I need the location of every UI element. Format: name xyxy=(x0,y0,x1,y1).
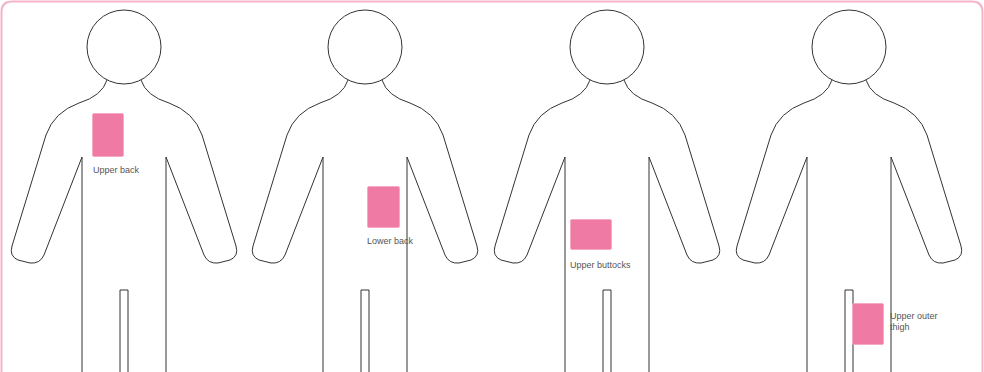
body-outline xyxy=(252,10,478,372)
site-patch xyxy=(92,113,124,157)
site-patch xyxy=(367,186,400,228)
site-marker: Upper back xyxy=(92,113,124,157)
body-outline xyxy=(736,10,962,372)
site-label: Upper buttocks xyxy=(570,260,631,271)
body-outline xyxy=(494,10,720,372)
site-marker: Upper buttocks xyxy=(570,219,612,250)
body-outline xyxy=(11,10,237,372)
site-patch xyxy=(570,219,612,250)
site-marker: Upper outer thigh xyxy=(852,303,884,345)
site-label: Upper back xyxy=(93,165,139,176)
site-marker: Lower back xyxy=(367,186,400,228)
site-label: Lower back xyxy=(367,236,413,247)
site-patch xyxy=(852,303,884,345)
site-label: Upper outer thigh xyxy=(890,311,946,333)
